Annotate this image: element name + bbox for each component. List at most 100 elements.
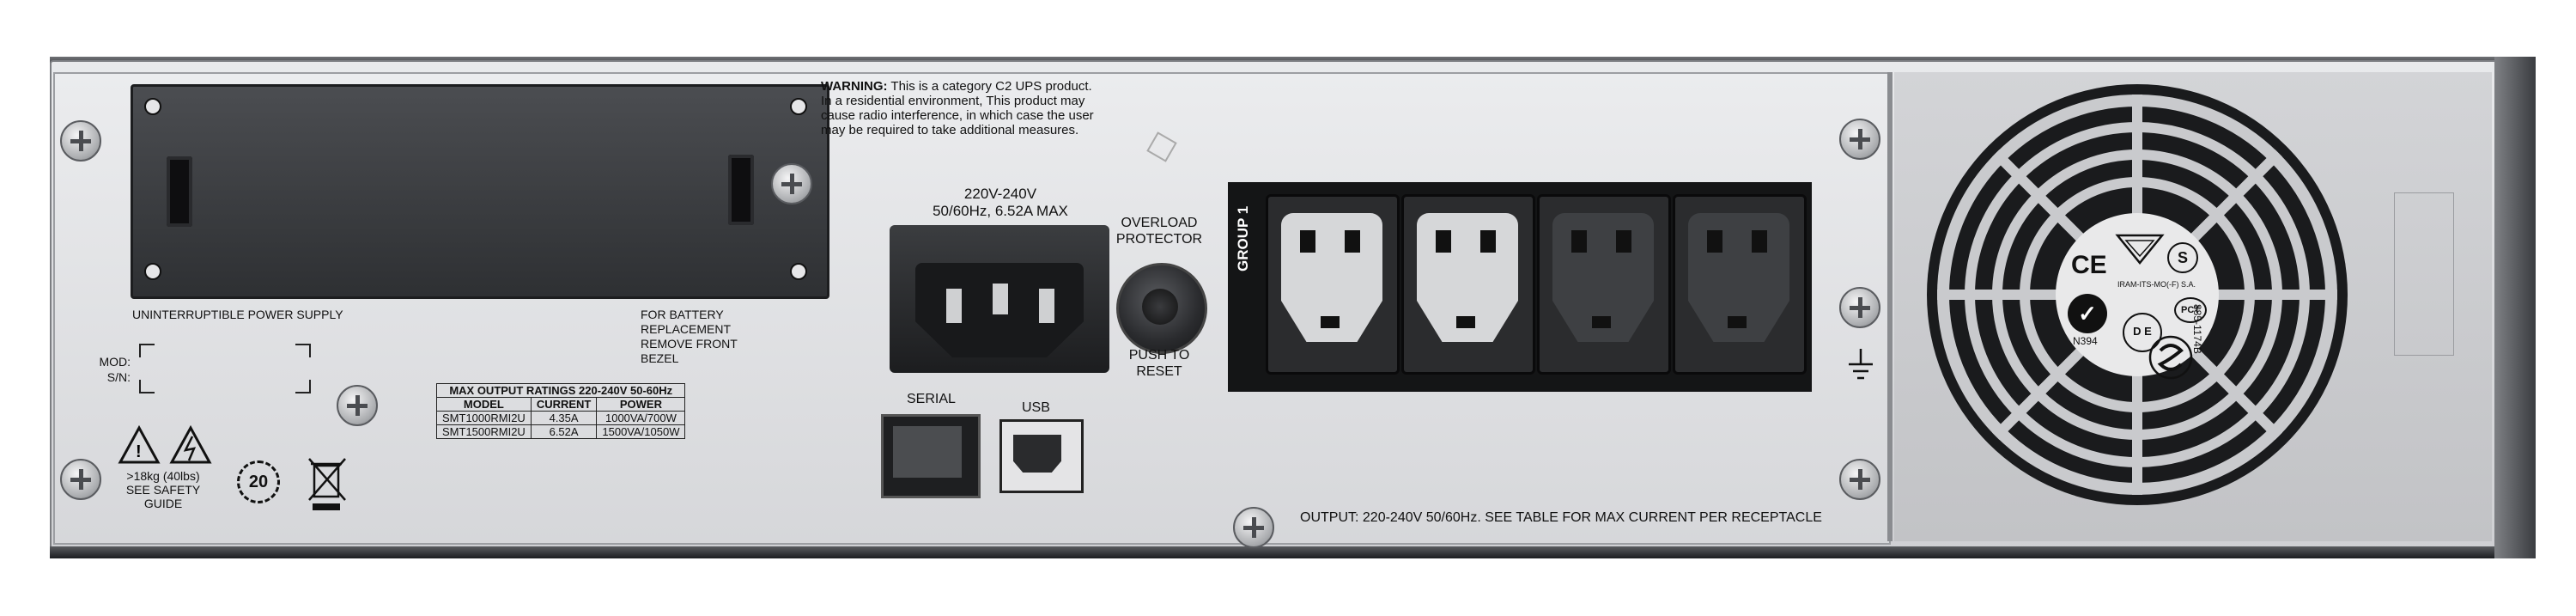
inlet-pin — [993, 284, 1008, 314]
c-tick-icon: ✓ — [2068, 294, 2107, 333]
screw — [1839, 287, 1880, 328]
battery-line: FOR BATTERY — [641, 308, 724, 321]
socket-slot — [1300, 230, 1315, 253]
cover-hole — [790, 98, 807, 115]
ratings-title: MAX OUTPUT RATINGS 220-240V 50-60Hz — [436, 383, 686, 397]
recycling-icon: 20 — [237, 460, 280, 503]
warning-line: may be required to take additional measu… — [821, 123, 1079, 137]
battery-cover-handle-right[interactable] — [728, 155, 754, 225]
panel-divider — [1887, 72, 1893, 541]
weight-line: >18kg (40lbs) — [126, 469, 200, 483]
weee-bin-icon — [308, 458, 346, 510]
battery-line: REPLACEMENT — [641, 322, 732, 336]
table-header-row: MODEL CURRENT POWER — [436, 397, 686, 412]
battery-cover-plate[interactable] — [131, 84, 829, 299]
inlet-pin — [946, 289, 962, 323]
input-voltage: 220V-240V — [963, 186, 1037, 202]
sn-label: S/N: — [106, 370, 131, 384]
group-underline — [1255, 383, 1513, 392]
column-header: MODEL — [436, 397, 532, 412]
max-output-ratings-table: MAX OUTPUT RATINGS 220-240V 50-60Hz MODE… — [436, 383, 686, 439]
socket-slot — [1707, 230, 1722, 253]
cover-hole — [144, 98, 161, 115]
overload-label: OVERLOAD PROTECTOR — [1108, 215, 1211, 247]
screw — [771, 163, 812, 204]
chassis-bottom-rail — [50, 546, 2531, 558]
ce-mark: CE — [2071, 251, 2107, 279]
screw — [1233, 507, 1274, 548]
table-cell: 1000VA/700W — [596, 411, 686, 425]
table-cell: 6.52A — [530, 424, 598, 439]
socket-slot — [1616, 230, 1631, 253]
warning-line: In a residential environment, This produ… — [821, 94, 1085, 108]
screw — [60, 459, 101, 500]
socket-slot — [1345, 230, 1360, 253]
side-plate — [2394, 192, 2454, 356]
table-cell: 1500VA/1050W — [596, 424, 686, 439]
svg-text:!: ! — [136, 442, 142, 461]
cover-hole — [144, 263, 161, 280]
overload-line: PROTECTOR — [1115, 232, 1203, 247]
rj45-jack — [893, 426, 962, 478]
table-cell: SMT1000RMI2U — [436, 411, 532, 425]
serial-number-box — [139, 344, 311, 393]
n394-label: N394 — [2073, 335, 2098, 347]
table-cell: SMT1500RMI2U — [436, 424, 532, 439]
input-rating: 50/60Hz, 6.52A MAX — [933, 203, 1068, 219]
column-header: POWER — [596, 397, 686, 412]
screw — [337, 385, 378, 426]
socket-slot — [1571, 230, 1587, 253]
pct-mark: PCT — [2174, 297, 2207, 323]
input-rating-label: 220V-240V 50/60Hz, 6.52A MAX — [876, 186, 1125, 220]
socket-slot — [1728, 316, 1747, 328]
battery-instruction: FOR BATTERY REPLACEMENT REMOVE FRONT BEZ… — [641, 308, 738, 366]
screw — [1839, 119, 1880, 160]
serial-label: SERIAL — [907, 392, 956, 406]
socket-slot — [1752, 230, 1767, 253]
weight-line: SEE SAFETY — [125, 483, 201, 497]
chassis-right-end — [2494, 57, 2536, 558]
cert-code: 885-1174B — [2191, 304, 2203, 354]
de-mark: D E — [2123, 313, 2162, 352]
column-header: CURRENT — [530, 397, 598, 412]
reset-knob[interactable] — [1142, 289, 1178, 325]
cover-hole — [790, 263, 807, 280]
screw — [1839, 459, 1880, 500]
overload-line: OVERLOAD — [1121, 216, 1198, 230]
warning-label: WARNING: This is a category C2 UPS produ… — [821, 79, 1182, 137]
warning-line: This is a category C2 UPS product. — [890, 79, 1092, 94]
socket-slot — [1321, 316, 1340, 328]
weight-line: GUIDE — [143, 497, 183, 510]
mod-sn-labels: MOD: S/N: — [96, 354, 131, 385]
warning-title: WARNING: — [821, 79, 888, 94]
group-label: GROUP 1 — [1235, 205, 1251, 271]
mod-label: MOD: — [99, 355, 131, 369]
socket-slot — [1436, 230, 1451, 253]
push-to-reset-label: PUSH TO RESET — [1108, 347, 1211, 380]
group-label-wrap: GROUP 1 — [1233, 198, 1255, 271]
usb-b-jack — [1013, 435, 1061, 473]
triangle-cert-icon — [2115, 234, 2165, 265]
output-note: OUTPUT: 220-240V 50/60Hz. SEE TABLE FOR … — [1300, 510, 1822, 525]
screw — [60, 120, 101, 162]
socket-slot — [1456, 316, 1475, 328]
battery-line: REMOVE FRONT — [641, 337, 738, 351]
weight-warning: >18kg (40lbs) SEE SAFETY GUIDE — [103, 469, 223, 510]
battery-line: BEZEL — [641, 351, 679, 365]
table-row: SMT1000RMI2U 4.35A 1000VA/700W — [436, 411, 686, 425]
push-line: RESET — [1136, 364, 1182, 379]
warning-triangle-icon: ! — [118, 424, 212, 464]
battery-cover-handle-left[interactable] — [167, 156, 192, 227]
gs-cert-icon — [2148, 335, 2193, 380]
ground-icon — [1849, 349, 1873, 380]
push-line: PUSH TO — [1128, 348, 1190, 363]
inlet-pin — [1039, 289, 1054, 323]
table-row: SMT1500RMI2U 6.52A 1500VA/1050W — [436, 424, 686, 439]
socket-slot — [1592, 316, 1611, 328]
table-cell: 4.35A — [530, 411, 598, 425]
usb-label: USB — [1022, 400, 1050, 415]
iram-mark: IRAM-ITS-MO(-F) S.A. — [2117, 280, 2196, 289]
ups-label: UNINTERRUPTIBLE POWER SUPPLY — [132, 308, 343, 321]
warning-line: cause radio interference, in which case … — [821, 108, 1094, 123]
s-mark: S — [2167, 242, 2198, 273]
